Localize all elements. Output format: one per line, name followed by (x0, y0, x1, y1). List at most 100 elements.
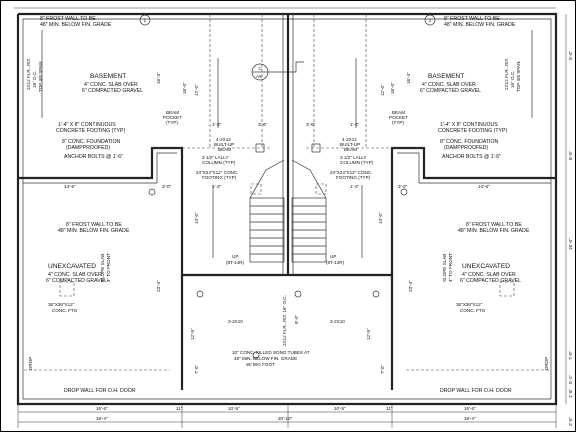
note-dropwall-left: DROP WALL FOR O.H. DOOR (64, 388, 136, 394)
dim-16-0-b: 16'-0" (390, 82, 395, 94)
note-frost-mid-right-1: 8" FROST WALL TO BE (466, 222, 522, 228)
note-foundation-left-1: 8" CONC. FOUNDATION (62, 139, 120, 145)
dim-11-left: 11" (176, 406, 183, 411)
note-colftg-left-2: FOOTING (TYP) (202, 175, 237, 180)
note-colftg-right-2: FOOTING (TYP) (336, 175, 371, 180)
note-frost-top-right-1: 8" FROST WALL TO BE (444, 16, 500, 22)
note-sono-2: 48" MIN. BELOW FIN. GRADE (234, 356, 297, 361)
note-unexcavated-right-2: 6" COMPACTED GRAVEL (460, 278, 521, 284)
unexcavated-right-title: UNEXCAVATED (462, 263, 510, 270)
sono-tube-left (148, 188, 156, 196)
dim-3-0-left: 3'-0" (162, 184, 172, 189)
note-unexcavated-left-1: 4" CONC. SLAB OVER (48, 272, 102, 278)
grid-marker-1: 1 (139, 14, 151, 26)
note-slope-right-1: SLOPE SLAB (442, 254, 447, 282)
note-dropwall-right: DROP WALL FOR O.H. DOOR (440, 388, 512, 394)
note-footing-right-1: 1'-4" X 8" CONTINUOUS (440, 122, 498, 128)
dim-12-5-left: 12'-5" (190, 328, 195, 340)
dim-3-6-a: 3'-6" (258, 122, 268, 127)
note-sono-3: W/ BIG FOOT (246, 362, 275, 367)
note-footing-left-1: 1'-4" X 8" CONTINUOUS (58, 122, 116, 128)
left-lally-column (255, 143, 265, 153)
dim-1-3-c: 1'-3" (212, 184, 222, 189)
note-pad-right-2: CONC. FTG (460, 308, 486, 313)
note-frost-mid-right-2: 48" MIN. BELOW FIN. GRADE (458, 228, 530, 234)
note-unexcavated-right-1: 4" CONC. SLAB OVER (462, 272, 516, 278)
right-footing-line (397, 152, 551, 184)
note-beam-left-3: BEAM (218, 147, 231, 152)
note-column-right-2: COLUMN (TYP) (340, 160, 374, 165)
svg-text:2: 2 (429, 18, 432, 23)
note-joist-right-1: 2X12 FLR. JST. (504, 58, 509, 90)
sono-tube-center-right (372, 290, 380, 298)
note-pad-left-1: 36"X36"X12" (48, 302, 75, 307)
dim-16-6-right: 16'-6" (464, 406, 476, 411)
right-pad-footing (499, 281, 515, 297)
note-foundation-left-2: (DAMPPROOFED) (66, 145, 110, 151)
dim-side-7-0: 7'-0" (568, 350, 573, 360)
dim-7-0-right: 7'-0" (380, 364, 385, 374)
note-slope-right-2: 4" TO FRONT (448, 253, 453, 282)
note-foundation-right-2: (DAMPPROOFED) (444, 145, 488, 151)
note-beam-pocket-left-3: (TYP) (166, 120, 178, 125)
right-column-footing (315, 183, 327, 195)
dim-3-6-b: 3'-6" (306, 122, 316, 127)
outer-footing-line (22, 18, 552, 400)
dim-16-0-a: 16'-0" (182, 82, 187, 94)
dim-10-5-right: 10'-5" (334, 406, 346, 411)
note-foundation-right-1: 8" CONC. FOUNDATION (440, 139, 498, 145)
note-header-right: 3-2X10 (330, 319, 345, 324)
dim-16-4-right: 16'-4" (406, 72, 411, 84)
dim-16-6-left: 16'-6" (96, 406, 108, 411)
left-footing-line (23, 152, 177, 184)
note-drop-right: DROP (544, 357, 549, 370)
basement-right-title: BASEMENT (428, 73, 464, 80)
note-footing-left-2: CONCRETE FOOTING (TYP) (56, 128, 125, 134)
note-anchor-left: ANCHOR BOLTS @ 1'-6" (64, 154, 123, 160)
dim-23-4-left: 23'-4" (156, 280, 161, 292)
left-stair (249, 159, 285, 263)
dim-side-1-8: 1'-8" (568, 388, 573, 398)
note-sono-1: 10" CONC. FILLED SONO TUBES AT (232, 350, 310, 355)
note-stair-left-2: (8T-14R) (226, 260, 245, 265)
note-unexcavated-left-2: 6" COMPACTED GRAVEL (46, 278, 107, 284)
dim-23-4-right: 23'-4" (408, 280, 413, 292)
note-frost-top-left-2: 48" MIN. BELOW FIN. GRADE (40, 22, 112, 28)
dim-1-3-a: 1'-3" (212, 122, 222, 127)
svg-text:A5: A5 (256, 74, 262, 79)
note-stair-right-2: (8T-14R) (326, 260, 345, 265)
note-pad-right-1: 36"X36"X12" (456, 302, 483, 307)
dim-18-4-left: 18'-4" (96, 416, 108, 421)
outer-foundation-wall (16, 12, 558, 406)
left-pad-footing (59, 281, 75, 297)
dim-8-0: 8'-0" (294, 314, 299, 324)
dim-12-5-right: 12'-5" (366, 328, 371, 340)
note-drop-left: DROP (28, 357, 33, 370)
right-lally-column (311, 143, 321, 153)
note-column-left-2: COLUMN (TYP) (202, 160, 236, 165)
svg-text:C: C (259, 66, 263, 71)
right-stair (291, 159, 327, 263)
dim-3-0-right: 3'-0" (398, 184, 408, 189)
dim-1-3-b: 1'-3" (350, 122, 360, 127)
dim-side-5-2: 5'-2" (568, 374, 573, 384)
svg-text:1: 1 (144, 18, 147, 23)
note-stair-left-1: UP (232, 254, 238, 259)
note-beam-pocket-right-2: POCKET (389, 115, 408, 120)
dim-14-0-right: 14'-0" (378, 212, 383, 224)
note-frost-top-right-2: 48" MIN. BELOW FIN. GRADE (444, 22, 516, 28)
note-beam-pocket-left-2: POCKET (163, 115, 182, 120)
note-frost-mid-left-1: 8" FROST WALL TO BE (66, 222, 122, 228)
dim-side-5-0: 5'-0" (568, 50, 573, 60)
note-footing-right-2: CONCRETE FOOTING (TYP) (438, 128, 507, 134)
note-basement-left-1: 4" CONC. SLAB OVER (84, 82, 138, 88)
sono-tube-front (252, 351, 260, 359)
note-pad-left-2: CONC. FTG (52, 308, 78, 313)
dim-14-6-right: 14'-6" (478, 184, 490, 189)
note-colftg-left-1: 24"X24"X12" CONC. (196, 170, 238, 175)
dim-side-2-5: 2'-5" (568, 416, 573, 426)
dim-14-6-left: 14'-6" (64, 184, 76, 189)
note-beam-pocket-right-3: (TYP) (392, 120, 404, 125)
note-basement-right-2: 6" COMPACTED GRAVEL (420, 88, 481, 94)
note-joist-right-3: TOP 4/8 SPAN (516, 62, 521, 92)
